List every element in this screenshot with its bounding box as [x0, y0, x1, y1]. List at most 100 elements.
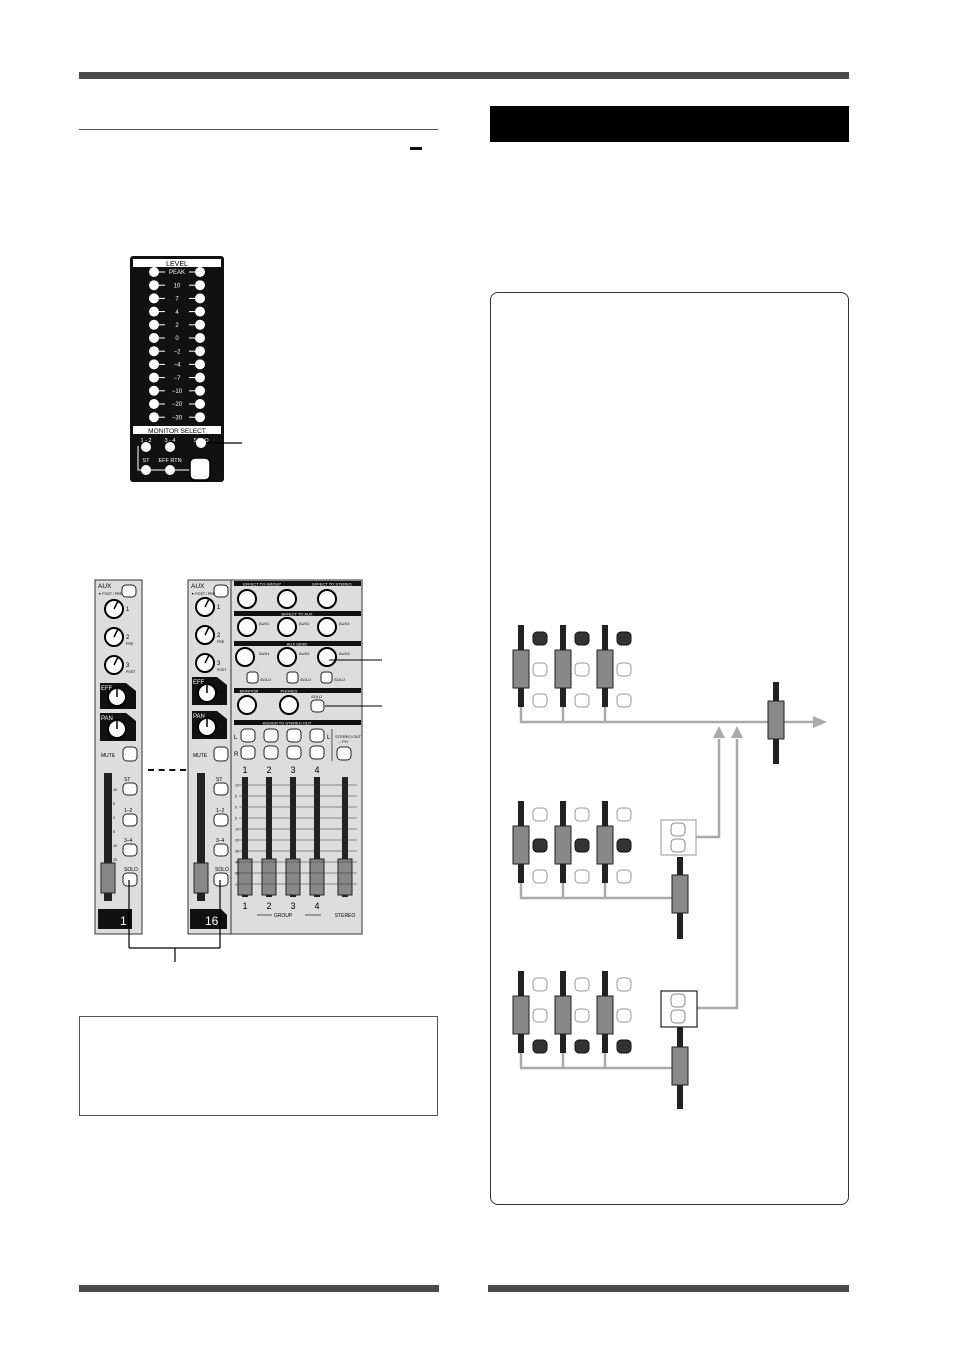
route-channel-fader[interactable]	[554, 825, 572, 865]
route-assign-button[interactable]	[532, 1008, 548, 1023]
route-assign-button[interactable]	[574, 662, 590, 677]
route-assign-button[interactable]	[616, 631, 632, 646]
g12-assign-button-1[interactable]	[122, 813, 138, 827]
effect-to-aux2-knob[interactable]	[277, 617, 297, 637]
g34-assign-button-16[interactable]	[213, 843, 229, 857]
group-assign-button-bottom-2[interactable]	[670, 1009, 686, 1024]
master-fader-5[interactable]	[337, 858, 353, 896]
assign-button-1-L[interactable]	[240, 728, 256, 743]
route-assign-button[interactable]	[532, 662, 548, 677]
route-assign-button[interactable]	[574, 838, 590, 853]
st-assign-button-16[interactable]	[213, 782, 229, 796]
master-tick-label: 5	[235, 795, 237, 799]
master-fader-1[interactable]	[237, 858, 253, 896]
effect-to-stereo-knob[interactable]	[317, 589, 337, 609]
master-stereo-fader[interactable]	[767, 700, 785, 740]
channel-fader-1[interactable]	[100, 862, 116, 894]
eff-rtn-solo-button[interactable]	[310, 699, 325, 713]
mute-button-16[interactable]	[213, 746, 229, 762]
route-channel-fader[interactable]	[554, 649, 572, 689]
assign-button-4-L[interactable]	[309, 728, 325, 743]
assign-button-1-R[interactable]	[240, 745, 256, 760]
route-assign-button[interactable]	[532, 693, 548, 708]
aux-send3-solo-button[interactable]	[320, 671, 333, 684]
route-assign-button[interactable]	[616, 838, 632, 853]
route-assign-button[interactable]	[616, 662, 632, 677]
aux-send3-knob[interactable]	[317, 647, 337, 667]
channel-fader-16[interactable]	[193, 862, 209, 894]
meter-led-right	[195, 333, 205, 343]
route-assign-button[interactable]	[616, 869, 632, 884]
effect-to-aux1-knob[interactable]	[237, 617, 257, 637]
group-assign-button-bottom-1[interactable]	[670, 993, 686, 1008]
route-channel-fader[interactable]	[512, 825, 530, 865]
route-assign-button[interactable]	[532, 631, 548, 646]
phones-knob[interactable]	[279, 695, 299, 715]
mute-button-1[interactable]	[122, 746, 138, 762]
monitor-select-button[interactable]	[189, 457, 211, 481]
meter-led-left	[149, 412, 159, 423]
route-channel-fader[interactable]	[512, 649, 530, 689]
route-assign-button[interactable]	[574, 977, 590, 992]
route-assign-button[interactable]	[532, 838, 548, 853]
meter-led-left	[149, 306, 159, 317]
route-assign-button[interactable]	[574, 693, 590, 708]
route-assign-button[interactable]	[616, 807, 632, 822]
effect-to-aux3-knob[interactable]	[317, 617, 337, 637]
assign-button-3-R[interactable]	[286, 745, 302, 760]
meter-led-left	[149, 372, 159, 383]
solo-button-1[interactable]	[122, 872, 138, 887]
group-number-top: 4	[314, 765, 319, 775]
route-assign-button[interactable]	[574, 631, 590, 646]
monitor-knob[interactable]	[237, 695, 257, 715]
aux-send1-solo-button[interactable]	[246, 671, 259, 684]
group-assign-button-middle-2[interactable]	[670, 838, 686, 853]
assign-button-3-L[interactable]	[286, 728, 302, 743]
assign-button-2-L[interactable]	[263, 728, 279, 743]
route-assign-button[interactable]	[532, 869, 548, 884]
stereo-out-ph-button[interactable]	[336, 746, 352, 761]
route-channel-fader[interactable]	[554, 995, 572, 1035]
route-assign-button[interactable]	[616, 977, 632, 992]
aux-send3-label: AUX3	[339, 651, 350, 656]
channel-number-16: 16	[205, 914, 219, 928]
st-assign-button-1[interactable]	[122, 782, 138, 796]
assign-button-4-R[interactable]	[309, 745, 325, 760]
route-assign-button[interactable]	[574, 807, 590, 822]
aux-send1-knob[interactable]	[235, 647, 255, 667]
aux-sel-label-1: ▼ POST / PRE	[98, 592, 123, 596]
aux-send2-knob[interactable]	[277, 647, 297, 667]
master-fader-2[interactable]	[261, 858, 277, 896]
g12-assign-button-16[interactable]	[213, 813, 229, 827]
solo-button-16[interactable]	[213, 872, 229, 887]
aux-select-button-16[interactable]	[213, 584, 229, 598]
stereo-label: STEREO	[335, 913, 356, 919]
route-assign-button[interactable]	[616, 1039, 632, 1054]
effect-to-group-knob-1[interactable]	[237, 589, 257, 609]
master-fader-3[interactable]	[285, 858, 301, 896]
master-fader-4[interactable]	[309, 858, 325, 896]
route-assign-button[interactable]	[574, 1008, 590, 1023]
aux-send2-solo-button[interactable]	[286, 671, 299, 684]
route-channel-fader[interactable]	[596, 995, 614, 1035]
effect-to-group-knob-2[interactable]	[277, 589, 297, 609]
pre-label: PRE	[126, 642, 134, 646]
route-assign-button[interactable]	[574, 1039, 590, 1054]
route-assign-button[interactable]	[616, 693, 632, 708]
route-channel-fader[interactable]	[512, 995, 530, 1035]
route-channel-fader[interactable]	[596, 649, 614, 689]
route-assign-button[interactable]	[532, 807, 548, 822]
route-assign-button[interactable]	[532, 977, 548, 992]
assign-button-2-R[interactable]	[263, 745, 279, 760]
group-fader-bottom[interactable]	[671, 1046, 689, 1086]
group-fader-middle[interactable]	[671, 874, 689, 914]
g34-assign-button-1[interactable]	[122, 843, 138, 857]
route-assign-button[interactable]	[616, 1008, 632, 1023]
assign-to-stereo-label: ASSIGN TO STEREO OUT	[263, 721, 312, 726]
route-assign-button[interactable]	[532, 1039, 548, 1054]
group-assign-button-middle-1[interactable]	[670, 822, 686, 837]
route-assign-button[interactable]	[574, 869, 590, 884]
aux-select-button-1[interactable]	[121, 584, 137, 598]
route-channel-fader[interactable]	[596, 825, 614, 865]
